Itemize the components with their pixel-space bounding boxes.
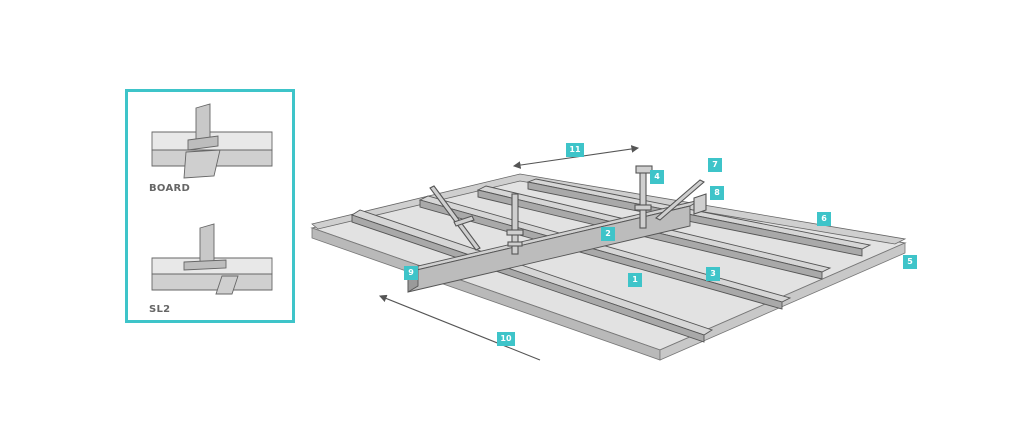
inset-detail-frame — [125, 89, 295, 323]
callout-8: 8 — [710, 186, 724, 200]
callout-10: 10 — [497, 332, 515, 346]
furring-profiles — [350, 178, 872, 343]
inset-label-board: BOARD — [149, 183, 191, 194]
callout-4: 4 — [650, 170, 664, 184]
callout-3: 3 — [706, 267, 720, 281]
hanger-rods — [429, 165, 707, 255]
callout-11: 11 — [566, 143, 584, 157]
dimension-lines — [378, 145, 640, 361]
perimeter-profile — [311, 173, 907, 245]
board-detail-drawing — [151, 103, 273, 179]
callout-1: 1 — [628, 273, 642, 287]
callout-9: 9 — [404, 266, 418, 280]
inset-label-sl2: SL2 — [149, 304, 171, 315]
callout-2: 2 — [601, 227, 615, 241]
callout-7: 7 — [708, 158, 722, 172]
callout-5: 5 — [903, 255, 917, 269]
callout-6: 6 — [817, 212, 831, 226]
sl2-detail-drawing — [151, 223, 273, 295]
